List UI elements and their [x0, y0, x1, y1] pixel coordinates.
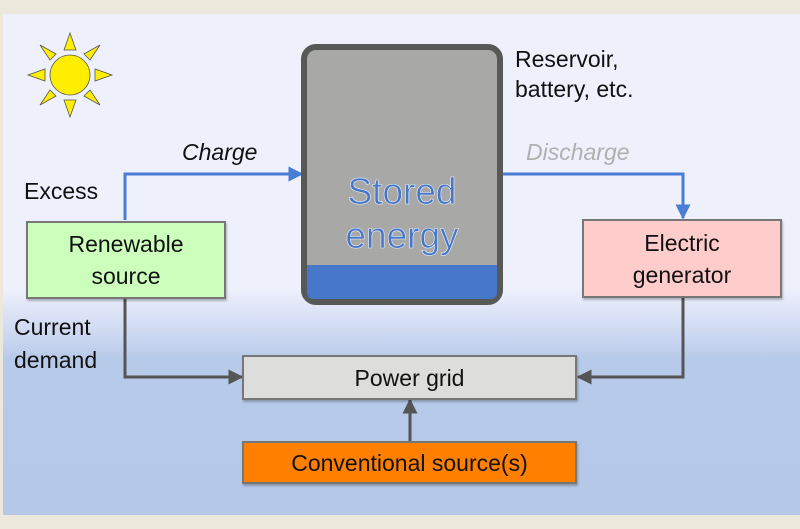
renewable-source-line2: source: [91, 263, 161, 289]
reservoir-label: Reservoir, battery, etc.: [515, 44, 633, 104]
stored-energy-line2: energy: [345, 215, 459, 257]
current-demand-line2: demand: [14, 347, 98, 373]
power-grid-node: Power grid: [242, 355, 577, 400]
current-demand-line1: Current: [14, 314, 91, 340]
reservoir-label-line1: Reservoir,: [515, 46, 619, 72]
current-demand-arrow: [123, 297, 244, 385]
generator-to-grid-arrow: [576, 298, 685, 385]
electric-generator-line1: Electric: [644, 229, 720, 256]
electric-generator-node: Electric generator: [582, 219, 782, 298]
stored-energy-line1: Stored: [347, 171, 457, 213]
sun-icon: [26, 31, 114, 119]
current-demand-label: Current demand: [14, 311, 97, 377]
discharge-arrow: [502, 172, 691, 220]
discharge-label: Discharge: [526, 139, 630, 165]
conventional-source-node: Conventional source(s): [242, 441, 577, 484]
charge-arrow: [123, 166, 304, 220]
stored-energy-label: Stored energy: [307, 170, 497, 258]
charge-label: Charge: [182, 139, 258, 165]
excess-label: Excess: [24, 178, 99, 204]
storage-level-fill: [307, 265, 497, 299]
renewable-source-line1: Renewable: [68, 231, 184, 257]
reservoir-label-line2: battery, etc.: [515, 76, 634, 102]
storage-container: [301, 44, 503, 305]
electric-generator-line2: generator: [632, 261, 732, 288]
renewable-source-node: Renewable source: [26, 221, 226, 299]
